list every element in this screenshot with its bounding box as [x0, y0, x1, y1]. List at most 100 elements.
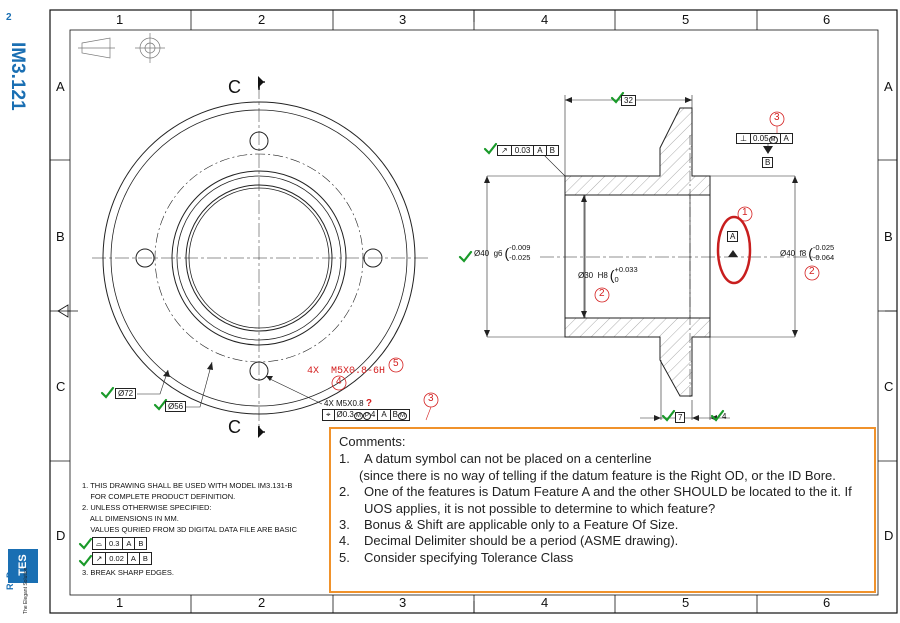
- column-label-top-4: 4: [541, 12, 549, 27]
- perp-fcf-mod: M: [768, 136, 778, 144]
- dim-56-box: Ø56: [165, 401, 187, 412]
- outer-border: [49, 9, 898, 614]
- column-label-top-6: 6: [823, 12, 831, 27]
- column-label-bottom-5: 5: [682, 595, 690, 610]
- position-fcf-datum-a: A: [378, 410, 391, 420]
- row-label-right-A: A: [884, 79, 893, 94]
- comment-cont-1: (since there is no way of telling if the…: [359, 467, 836, 483]
- dim-od40-g6-label: Ø40 g6: [474, 248, 503, 258]
- comment-text-1: A datum symbol can not be placed on a ce…: [364, 451, 652, 467]
- section-label-bottom: C: [228, 417, 241, 437]
- column-label-bottom-2: 2: [258, 595, 266, 610]
- dim-7-box: 7: [675, 412, 686, 423]
- dim-7: 7: [678, 413, 683, 422]
- comment-text-4: Decimal Delimiter should be a period (AS…: [364, 533, 679, 549]
- row-label-left-B: B: [56, 229, 65, 244]
- runout-fcf-datum-a: A: [534, 146, 547, 155]
- comment-text-5: Consider specifying Tolerance Class: [364, 549, 574, 565]
- marker-1: 1: [742, 207, 748, 218]
- row-label-left-D: D: [56, 528, 66, 543]
- issue-markers: [331, 111, 820, 408]
- column-label-top-3: 3: [399, 12, 407, 27]
- comment-text-2: One of the features is Datum Feature A a…: [364, 484, 852, 516]
- comment-num-4: 4.: [339, 533, 350, 549]
- row-label-right-D: D: [884, 528, 894, 543]
- position-fcf-mod3: M: [398, 412, 408, 420]
- tes-logo: TES: [8, 549, 38, 583]
- dim-32: 32: [624, 96, 633, 105]
- dim-56: Ø56: [168, 402, 184, 411]
- comments-title: Comments:: [339, 434, 406, 449]
- column-label-bottom-4: 4: [541, 595, 549, 610]
- comment-num-2: 2.: [339, 484, 350, 500]
- profile-icon: ⌓: [93, 538, 106, 549]
- marker-5: 5: [393, 358, 399, 369]
- comment-num-1: 1.: [339, 451, 350, 467]
- dim-72-box: Ø72: [115, 388, 137, 399]
- dim-id30-h8-lower: 0: [614, 275, 619, 284]
- runout-icon: ↗: [498, 146, 512, 155]
- position-fcf-mod1: M: [353, 412, 363, 420]
- runout-small-icon: ↗: [93, 553, 107, 564]
- dim-id30-h8: Ø30 H8 ( +0.033 0: [578, 265, 638, 284]
- dim-od40-g6-upper: -0.009: [509, 243, 531, 252]
- note-line-2: FOR COMPLETE PRODUCT DEFINITION.: [82, 492, 236, 501]
- drawing-notes: 1. THIS DRAWING SHALL BE USED WITH MODEL…: [82, 480, 297, 578]
- comment-num-3: 3.: [339, 517, 350, 533]
- row-label-left-C: C: [56, 379, 66, 394]
- perp-fcf-value: 0.05: [752, 134, 769, 143]
- hole-callout: 4X M5X0.8 ?: [324, 398, 372, 409]
- note-line-4: ALL DIMENSIONS IN MM.: [82, 514, 179, 523]
- comment-item-4: 4. Decimal Delimiter should be a period (…: [339, 533, 866, 549]
- comment-item-5: 5.Consider specifying Tolerance Class: [339, 550, 866, 566]
- note-line-3: 2. UNLESS OTHERWISE SPECIFIED:: [82, 503, 212, 512]
- column-label-top-2: 2: [258, 12, 266, 27]
- comment-item-3: 3.Bonus & Shift are applicable only to a…: [339, 517, 866, 533]
- comments-panel: Comments: 1. A datum symbol can not be pl…: [329, 427, 876, 593]
- perp-fcf-datum-a: A: [783, 134, 789, 143]
- note-fcf-2-datum-b: B: [142, 554, 148, 563]
- projection-symbol-icon: [78, 33, 165, 63]
- section-view: [540, 107, 820, 400]
- dim-4: 4: [722, 412, 727, 421]
- marker-2-od: 2: [809, 266, 815, 277]
- marker-3-perp: 3: [774, 112, 780, 123]
- runout-fcf-value: 0.03: [512, 146, 535, 155]
- tes-logo-sub: RnD: [5, 571, 15, 591]
- note-fcf-1-value: 0.3: [106, 538, 124, 549]
- row-label-right-B: B: [884, 229, 893, 244]
- dimension-lines: [486, 95, 796, 420]
- check-marks: [78, 91, 725, 567]
- position-icon: ⌖: [323, 410, 335, 420]
- marker-4: 4: [336, 376, 342, 387]
- note-fcf-2-datum-a: A: [128, 553, 140, 564]
- dim-id30-h8-label: Ø30 H8: [578, 270, 608, 280]
- dim-od40-f8-lower: -0.064: [812, 253, 835, 262]
- dim-od40-g6-lower: -0.025: [509, 253, 531, 262]
- note-fcf-1: ⌓ 0.3 A B: [92, 537, 148, 550]
- dim-od40-f8-upper: -0.025: [812, 243, 835, 252]
- column-label-top-1: 1: [116, 12, 124, 27]
- dim-id30-h8-upper: +0.033: [614, 265, 638, 274]
- datum-a: A: [730, 232, 736, 241]
- hole-callout-red: 4X M5X0.8-6H: [307, 366, 386, 377]
- runout-fcf-datum-b: B: [549, 146, 555, 155]
- hole-callout-question: ?: [365, 398, 372, 409]
- tes-tagline: The Elegant Solution: [23, 567, 29, 614]
- note-line-1: 1. THIS DRAWING SHALL BE USED WITH MODEL…: [82, 481, 293, 490]
- note-fcf-2-value: 0.02: [106, 553, 128, 564]
- row-label-left-A: A: [56, 79, 65, 94]
- column-label-bottom-3: 3: [399, 595, 407, 610]
- row-label-right-C: C: [884, 379, 894, 394]
- note-line-6: 3. BREAK SHARP EDGES.: [82, 568, 174, 577]
- marker-3-position: 3: [428, 393, 434, 404]
- column-label-bottom-1: 1: [116, 595, 124, 610]
- position-fcf-datum-b: B: [392, 410, 399, 419]
- datum-b-box: B: [762, 157, 774, 168]
- section-arrows: [258, 76, 264, 438]
- marker-2-bore: 2: [599, 288, 605, 299]
- datum-a-box: A: [727, 231, 739, 242]
